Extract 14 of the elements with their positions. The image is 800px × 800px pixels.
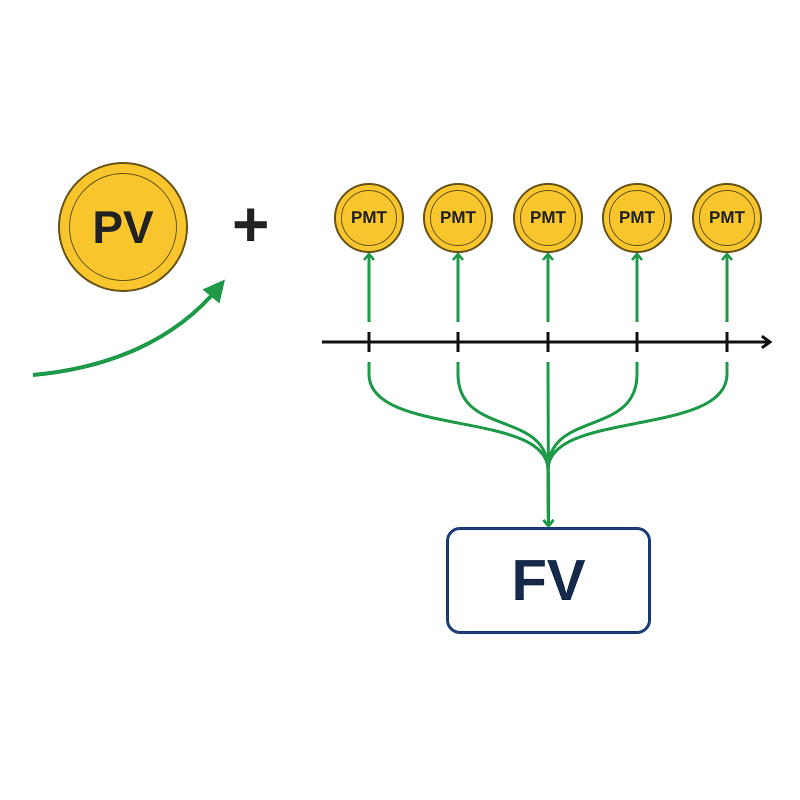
plus-sign: + — [232, 192, 270, 256]
arrow — [542, 252, 554, 322]
coin: PMT — [334, 183, 404, 253]
coin: PMT — [513, 183, 583, 253]
coin: PV — [58, 162, 188, 292]
arrow — [542, 362, 728, 528]
coin: PMT — [692, 183, 762, 253]
arrow — [452, 252, 464, 322]
coin: PMT — [602, 183, 672, 253]
arrow — [362, 252, 376, 322]
arrow — [630, 252, 644, 322]
arrow — [720, 252, 734, 322]
coin: PMT — [423, 183, 493, 253]
result-box: FV — [446, 527, 651, 634]
